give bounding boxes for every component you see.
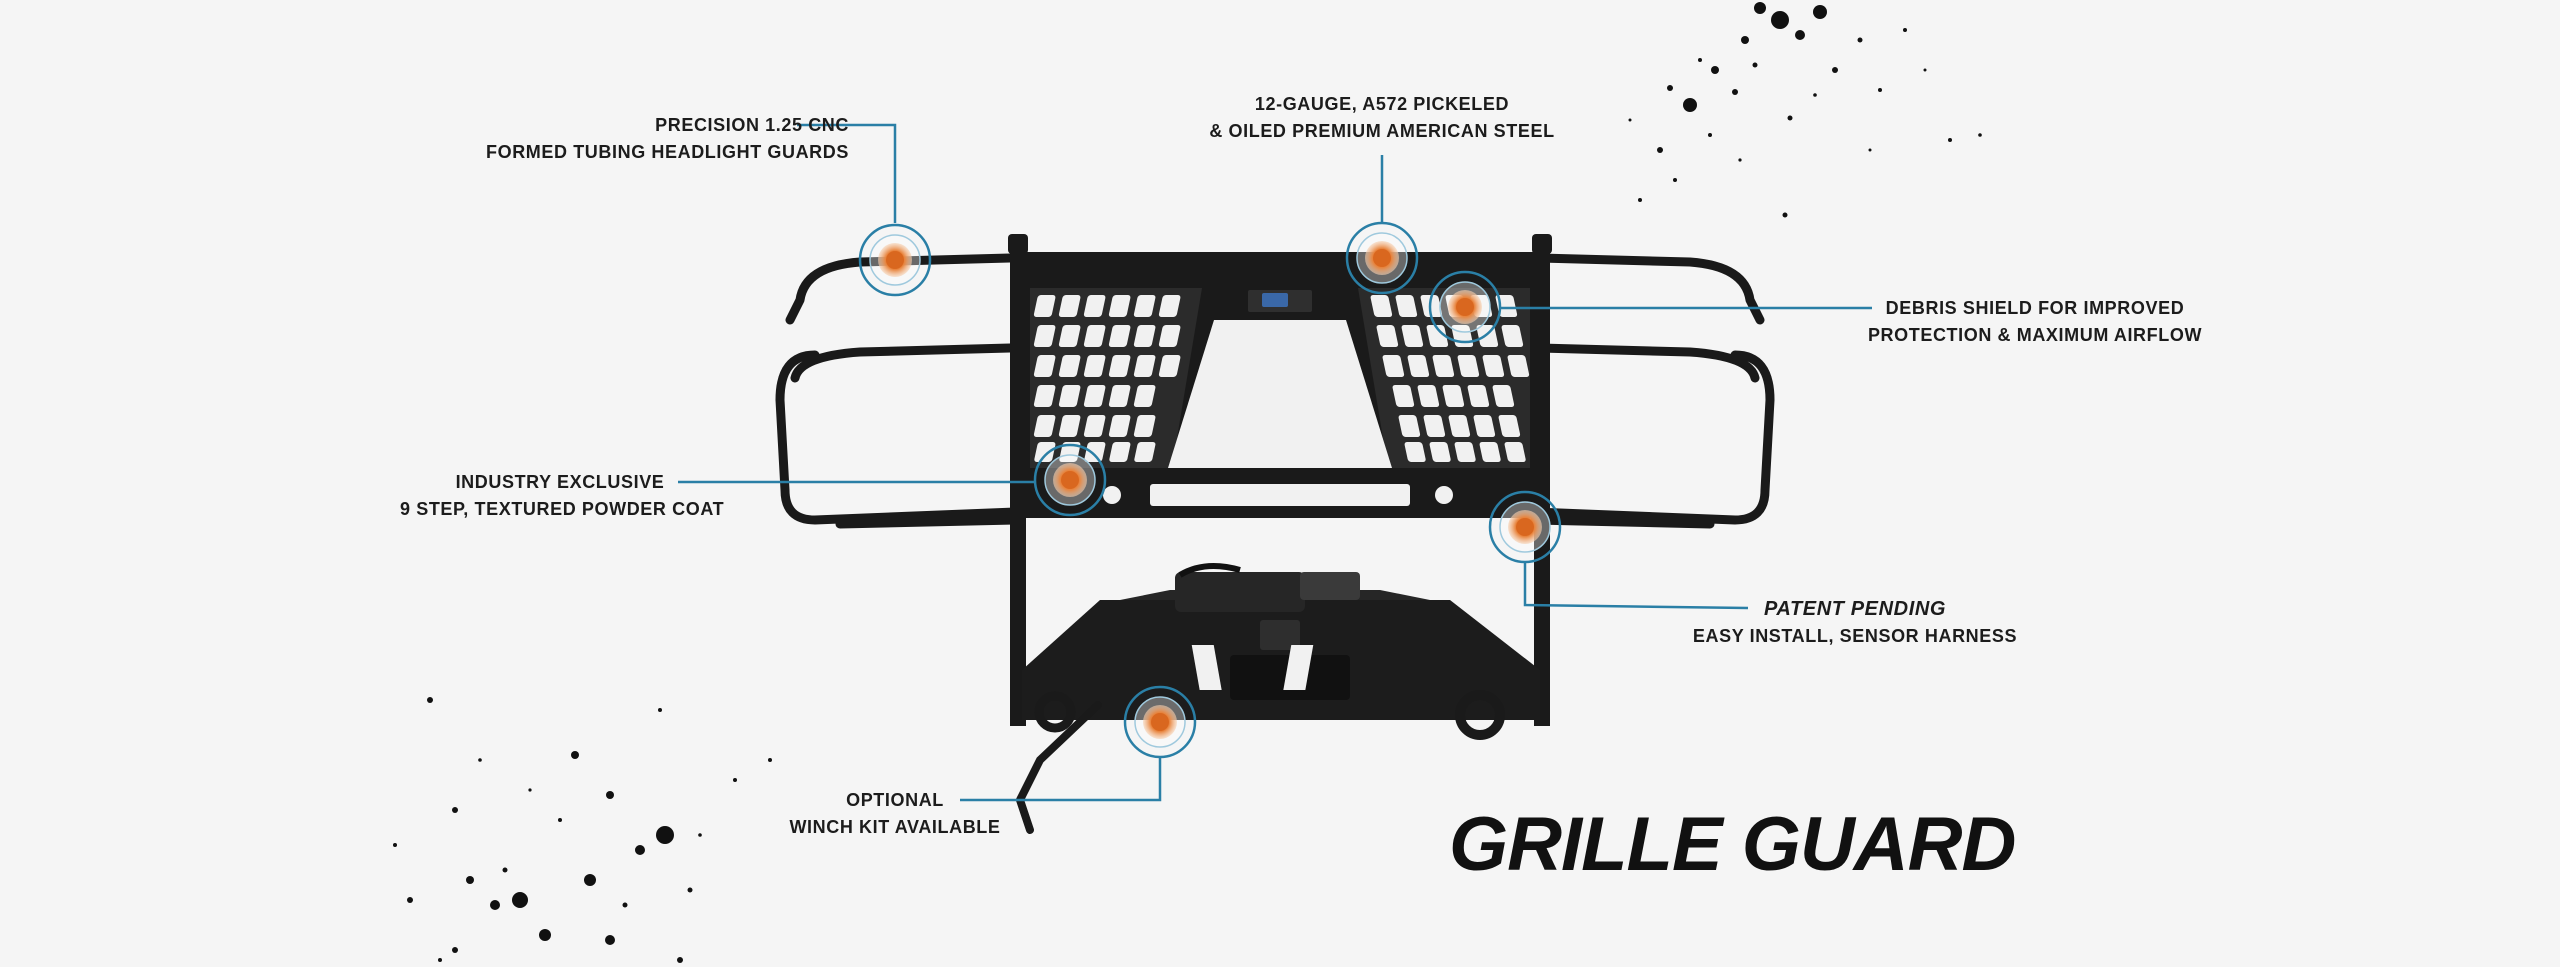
hotspot-marker-icon[interactable] (1428, 270, 1502, 344)
callout-headlight-guards-line2: FORMED TUBING HEADLIGHT GUARDS (486, 142, 849, 162)
callout-powder-coat: INDUSTRY EXCLUSIVE 9 STEP, TEXTURED POWD… (400, 469, 725, 523)
callout-winch: OPTIONAL WINCH KIT AVAILABLE (780, 787, 1010, 841)
callout-steel-line1: 12-GAUGE, A572 PICKELED (1254, 94, 1510, 114)
callout-steel: 12-GAUGE, A572 PICKELED & OILED PREMIUM … (1190, 91, 1574, 145)
hotspot-marker-icon[interactable] (1123, 685, 1197, 759)
callout-powder-coat-line1: INDUSTRY EXCLUSIVE (455, 472, 665, 492)
callout-headlight-guards: PRECISION 1.25 CNC FORMED TUBING HEADLIG… (462, 112, 849, 166)
product-headline: GRILLE GUARD (1449, 802, 2016, 887)
grille-guard-product-image (775, 234, 1775, 834)
callout-patent: PATENT PENDING EASY INSTALL, SENSOR HARN… (1690, 596, 2020, 650)
hotspot-marker-icon[interactable] (858, 223, 932, 297)
callout-debris-shield-line2: PROTECTION & MAXIMUM AIRFLOW (1867, 325, 2203, 345)
hotspot-marker-icon[interactable] (1488, 490, 1562, 564)
callout-steel-line2: & OILED PREMIUM AMERICAN STEEL (1209, 121, 1555, 141)
callout-winch-line2: WINCH KIT AVAILABLE (789, 817, 1001, 837)
paint-splatter-icon (1628, 2, 1982, 218)
callout-powder-coat-line2: 9 STEP, TEXTURED POWDER COAT (400, 499, 725, 519)
callout-headlight-guards-line1: PRECISION 1.25 CNC (655, 115, 849, 135)
callout-debris-shield: DEBRIS SHIELD FOR IMPROVED PROTECTION & … (1860, 295, 2210, 349)
callout-patent-line2: EASY INSTALL, SENSOR HARNESS (1692, 626, 2018, 646)
hotspot-marker-icon[interactable] (1345, 221, 1419, 295)
callout-winch-line1: OPTIONAL (846, 790, 944, 810)
callout-debris-shield-line1: DEBRIS SHIELD FOR IMPROVED (1885, 298, 2185, 318)
hotspot-marker-icon[interactable] (1033, 443, 1107, 517)
callout-patent-line1: PATENT PENDING (1763, 598, 1947, 620)
leader-lines (678, 123, 1872, 802)
paint-splatter-icon (393, 697, 772, 963)
